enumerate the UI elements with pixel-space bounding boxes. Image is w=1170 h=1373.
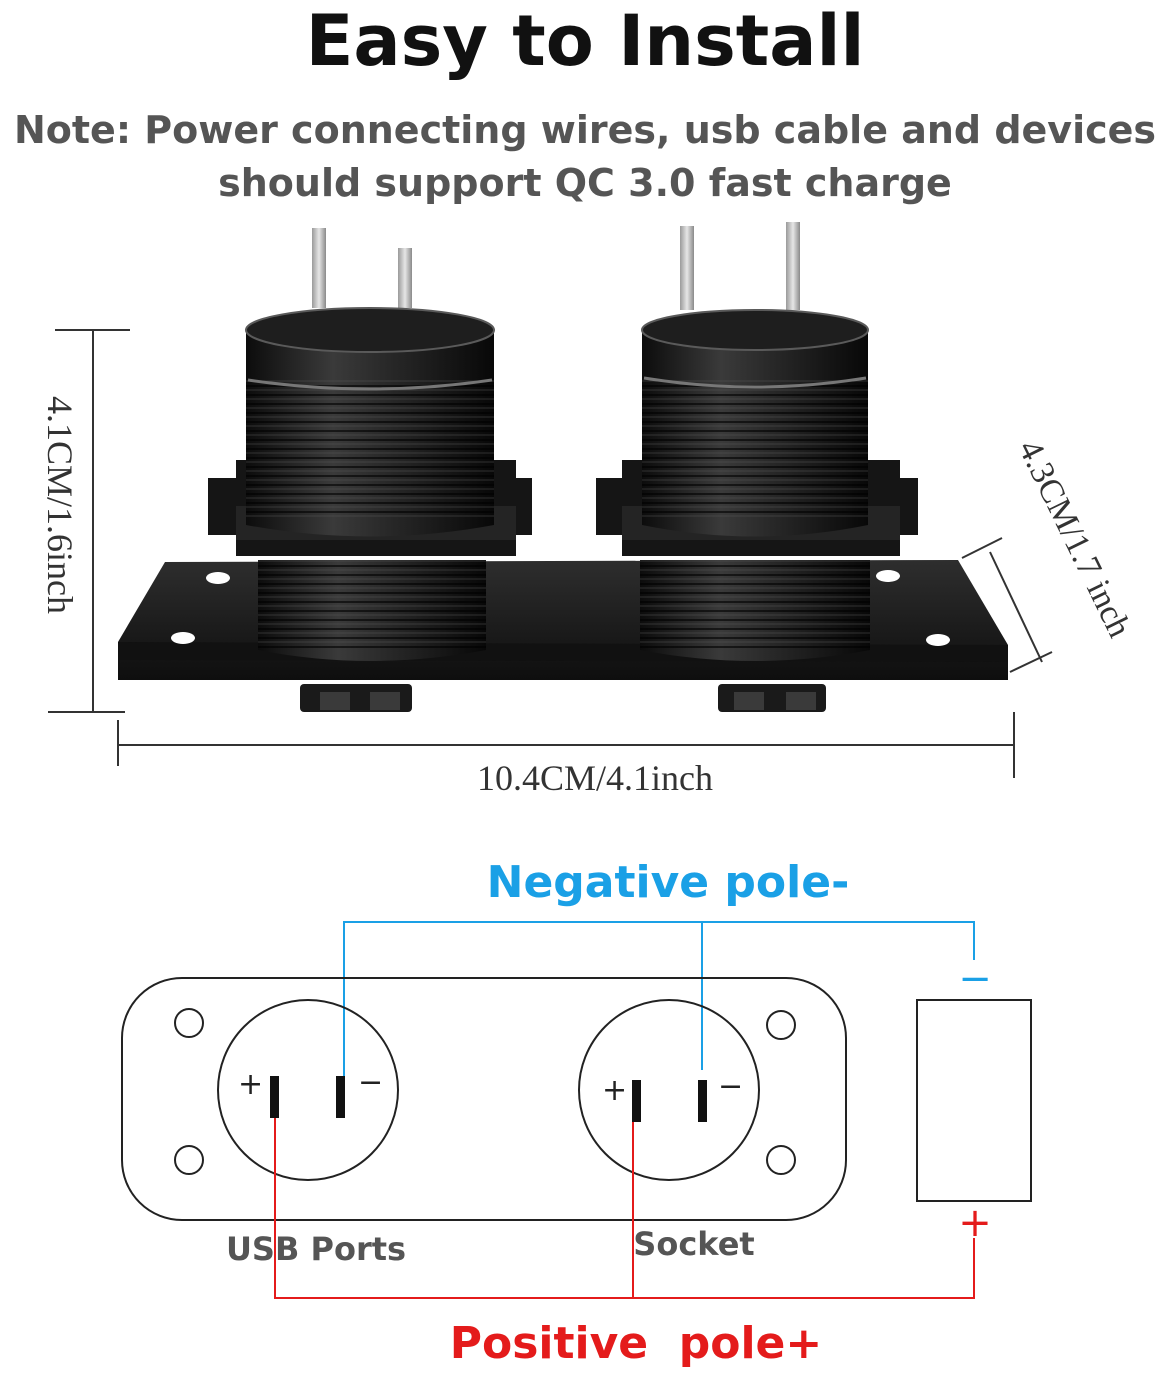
dimension-height: 4.1CM/1.6inch xyxy=(40,329,130,713)
dimension-width-label: 10.4CM/4.1inch xyxy=(477,758,713,798)
note-line-1: Note: Power connecting wires, usb cable … xyxy=(13,108,1157,152)
socket-label: Socket xyxy=(633,1225,754,1263)
socket-outline xyxy=(578,999,760,1181)
socket-plus-sign: + xyxy=(602,1073,627,1108)
usb-terminal-positive xyxy=(270,1076,279,1118)
socket-minus-sign: − xyxy=(718,1069,743,1104)
battery-minus-sign: − xyxy=(958,956,992,1002)
mount-hole-bottom-right xyxy=(766,1145,796,1175)
right-socket-12v xyxy=(596,222,918,661)
mount-hole-bottom-left xyxy=(174,1145,204,1175)
positive-pole-label: Positive pole+ xyxy=(450,1318,823,1369)
usb-port-outline xyxy=(217,999,399,1181)
dimension-width: 10.4CM/4.1inch xyxy=(117,712,1015,798)
note-line-2: should support QC 3.0 fast charge xyxy=(218,161,952,205)
mount-hole-top-right xyxy=(766,1010,796,1040)
dimension-height-label: 4.1CM/1.6inch xyxy=(40,396,80,614)
usb-minus-sign: − xyxy=(358,1065,383,1100)
left-socket-usb xyxy=(208,228,532,661)
page-title: Easy to Install xyxy=(305,0,865,82)
usb-terminal-negative xyxy=(336,1076,345,1118)
negative-pole-label: Negative pole- xyxy=(487,857,850,908)
usb-ports-label: USB Ports xyxy=(226,1230,406,1268)
socket-terminal-positive xyxy=(632,1080,641,1122)
socket-terminal-negative xyxy=(698,1080,707,1122)
panel-outline xyxy=(121,977,847,1221)
mount-hole-top-left xyxy=(174,1008,204,1038)
battery xyxy=(916,999,1032,1202)
positive-wire xyxy=(274,1118,975,1299)
negative-wire xyxy=(343,921,975,1090)
usb-plus-sign: + xyxy=(238,1067,263,1102)
